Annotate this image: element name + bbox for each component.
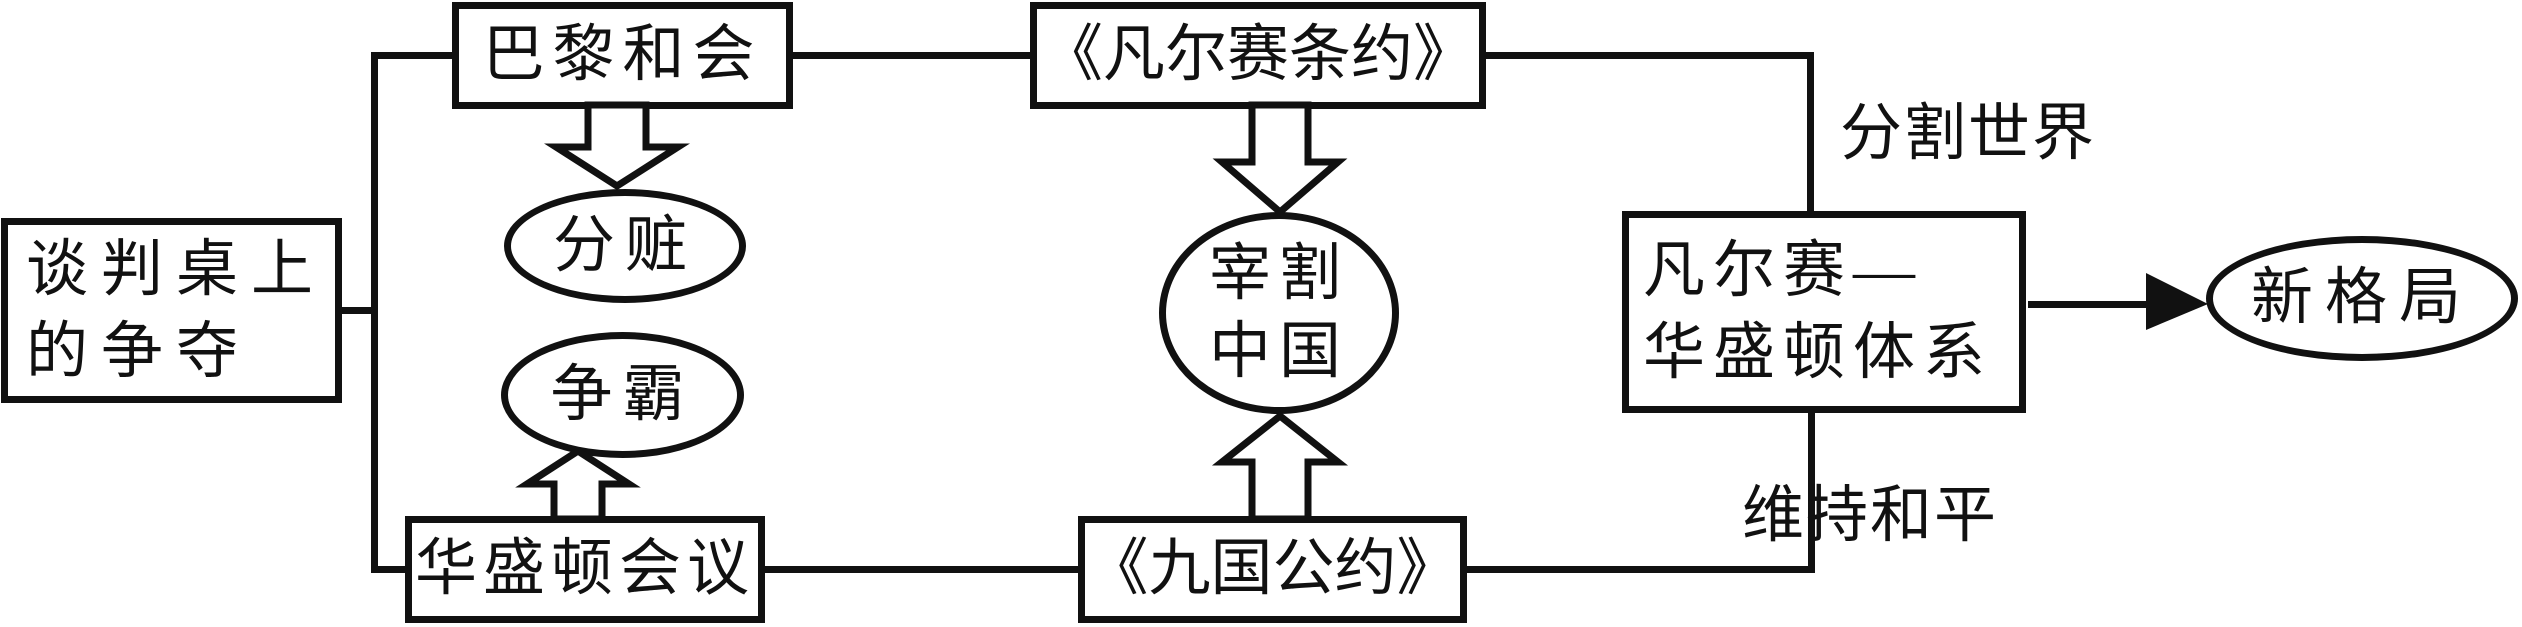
node-divide-spoils: 分赃 (504, 189, 746, 303)
node-contend-hegemony: 争霸 (501, 332, 744, 458)
node-carve-up-china: 宰割 中国 (1159, 212, 1399, 414)
connector-trunk-to-washington (371, 566, 413, 573)
node-nine-power-treaty-label: 《九国公约》 (1086, 535, 1459, 604)
node-versailles-treaty-label: 《凡尔赛条约》 (1040, 21, 1475, 90)
node-divide-spoils-label: 分赃 (552, 211, 697, 280)
annotation-maintain-peace: 维持和平 (1742, 482, 1999, 550)
connector-versailles-to-system-horizontal (1483, 52, 1814, 59)
connector-trunk-vertical (371, 52, 378, 573)
node-versailles-treaty: 《凡尔赛条约》 (1030, 2, 1486, 109)
connector-ninepower-to-system-horizontal (1464, 566, 1815, 573)
node-negotiation-label-line2: 的争夺 (26, 317, 252, 386)
node-paris-conference-label: 巴黎和会 (482, 21, 763, 90)
connector-ninepower-to-system-vertical (1808, 410, 1815, 573)
node-contend-hegemony-label: 争霸 (550, 360, 695, 429)
node-new-pattern-label: 新格局 (2250, 264, 2473, 333)
block-arrow-paris-to-spoils-icon (544, 101, 690, 191)
block-arrow-versailles-to-carvechina-icon (1212, 101, 1348, 217)
connector-system-to-newpattern (2028, 301, 2156, 308)
connector-washington-to-ninepower (762, 566, 1082, 573)
node-carve-up-china-label-line1: 宰割 (1208, 240, 1349, 308)
node-negotiation-label-line1: 谈判桌上 (26, 235, 327, 304)
annotation-divide-world: 分割世界 (1840, 100, 2097, 168)
block-arrow-ninepower-to-carvechina-icon (1211, 411, 1349, 523)
node-washington-conference: 华盛顿会议 (405, 516, 765, 623)
node-nine-power-treaty: 《九国公约》 (1078, 516, 1467, 623)
node-negotiation: 谈判桌上 的争夺 (1, 218, 342, 403)
block-arrow-washington-to-hegemony-icon (515, 446, 641, 523)
connector-trunk-to-paris (371, 52, 459, 59)
node-system-label-line1: 凡尔赛— (1643, 237, 1924, 305)
node-carve-up-china-label-line2: 中国 (1208, 318, 1349, 386)
connector-versailles-to-system-vertical (1807, 52, 1814, 215)
node-paris-conference: 巴黎和会 (452, 2, 793, 109)
connector-negotiation-stub (335, 307, 378, 314)
node-washington-conference-label: 华盛顿会议 (414, 535, 755, 604)
connector-paris-to-versailles (790, 52, 1034, 59)
node-new-pattern: 新格局 (2206, 236, 2518, 361)
node-system-label-line2: 华盛顿体系 (1643, 319, 1994, 387)
node-versailles-washington-system: 凡尔赛— 华盛顿体系 (1622, 211, 2026, 413)
